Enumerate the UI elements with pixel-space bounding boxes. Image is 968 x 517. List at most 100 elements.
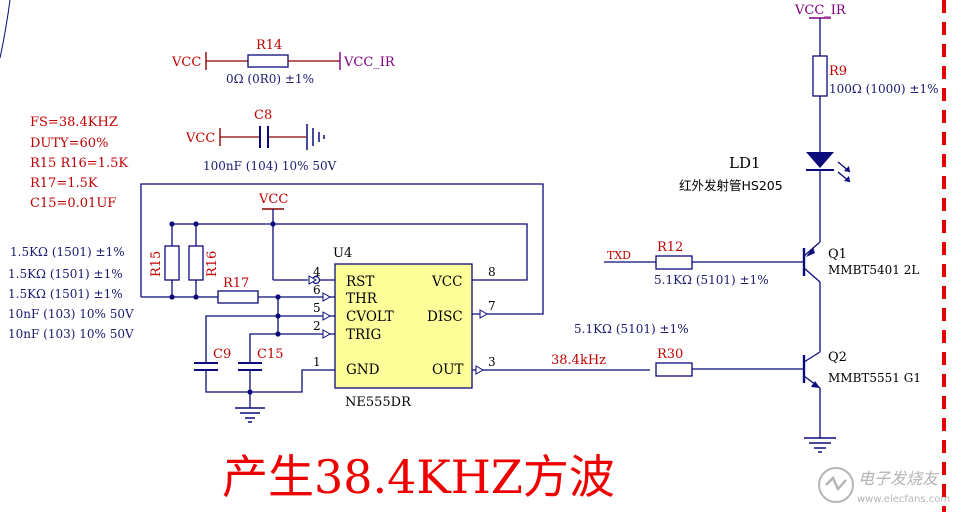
left-value-4: 10nF (103) 10% 50V: [8, 307, 134, 321]
watermark-url: www.elecfans.com: [857, 494, 950, 505]
r16-ref: R16: [205, 251, 220, 277]
pin1-name: GND: [346, 362, 380, 378]
vcc-ir-label-r14: VCC_IR: [343, 55, 396, 70]
sheet-edge-line: [0, 0, 11, 59]
q1-ref: Q1: [828, 247, 847, 262]
txd-label: TXD: [607, 249, 631, 262]
junction-dot: [275, 331, 281, 337]
pin2-number: 2: [313, 319, 321, 333]
q2-collector-leg: [803, 351, 821, 363]
banner-title: 产生38.4KHZ方波: [222, 450, 615, 504]
pin6-arrow-icon: [322, 292, 332, 302]
pin3-number: 3: [488, 355, 496, 369]
u4-ne555: U4 NE555DR 4 6 5 2 1 RST THR CVOLT TRIG …: [308, 246, 650, 410]
c8-value: 100nF (104) 10% 50V: [203, 159, 337, 173]
junction-dot: [169, 294, 175, 300]
u4-body: [334, 263, 473, 389]
r9-ref: R9: [829, 64, 847, 79]
vcc-label-555: VCC: [258, 192, 288, 207]
watermark: 电子发烧友 www.elecfans.com: [818, 467, 950, 505]
r12-group: TXD R12 5.1KΩ (5101) ±1%: [604, 240, 804, 287]
gnd-return-wire: [205, 369, 335, 393]
junction-dot: [169, 221, 175, 227]
junction-dot: [275, 313, 281, 319]
pin2-arrow-icon: [322, 329, 332, 339]
c15-top-wire: [249, 333, 278, 363]
r9-value: 100Ω (1000) ±1%: [829, 82, 938, 96]
pin4-number: 4: [313, 265, 321, 279]
r15-resistor: [164, 245, 180, 281]
q1-emitter-leg: [803, 267, 821, 283]
watermark-text: 电子发烧友: [858, 469, 940, 488]
r15-ref: R15: [149, 251, 164, 277]
pin4-arrow-icon: [308, 275, 318, 285]
ld1-ref: LD1: [729, 154, 761, 172]
pin2-name: TRIG: [346, 327, 381, 343]
u4-ref: U4: [333, 246, 352, 261]
q1-value: MMBT5401 2L: [828, 263, 919, 277]
c8-ref: C8: [254, 108, 272, 123]
r14-value: 0Ω (0R0) ±1%: [226, 72, 314, 86]
pin8-number: 8: [488, 265, 496, 279]
ir-drive-column: VCC_IR R9 100Ω (1000) ±1% LD1 红外发射管HS205…: [679, 3, 938, 453]
left-value-list: 1.5KΩ (1501) ±1% 1.5KΩ (1501) ±1% 1.5KΩ …: [8, 245, 134, 341]
left-value-5: 10nF (103) 10% 50V: [8, 327, 134, 341]
disc-loop-wire: [140, 183, 544, 315]
u4-part: NE555DR: [345, 395, 412, 410]
q2-value: MMBT5551 G1: [828, 371, 921, 385]
left-value-3: 1.5KΩ (1501) ±1%: [8, 287, 123, 301]
r12-resistor: [655, 255, 693, 270]
c15-ref: C15: [257, 347, 284, 362]
timing-network: VCC R15 R16 R17 C9 C15: [140, 183, 544, 423]
junction-dot: [193, 294, 199, 300]
note-r17: R17=1.5K: [30, 176, 98, 191]
pin7-name: DISC: [427, 309, 463, 325]
r14-ref: R14: [256, 38, 282, 53]
pin1-number: 1: [313, 355, 321, 369]
vcc-label-c8: VCC: [185, 131, 215, 146]
watermark-logo-icon: [818, 467, 854, 503]
junction-dot: [247, 389, 253, 395]
vcc-ir-label-top: VCC_IR: [794, 3, 847, 18]
r14-resistor: [247, 54, 289, 68]
output-freq-label: 38.4kHz: [551, 353, 606, 368]
ld1-arrowhead-icon: [844, 176, 850, 182]
r30-ref: R30: [657, 347, 683, 362]
r12-ref: R12: [657, 240, 683, 255]
r9-resistor: [812, 55, 828, 97]
note-fs: FS=38.4KHZ: [30, 115, 118, 130]
pin3-arrow-icon: [475, 365, 485, 375]
pin6-name: THR: [346, 291, 378, 307]
note-c15: C15=0.01UF: [30, 196, 116, 211]
q2-emitter-arrow-icon: [811, 381, 820, 388]
r14-group: VCC R14 VCC_IR 0Ω (0R0) ±1%: [171, 38, 396, 86]
c9-top-wire: [205, 315, 278, 363]
r17-ref: R17: [223, 276, 249, 291]
design-notes: FS=38.4KHZ DUTY=60% R15 R16=1.5K R17=1.5…: [30, 115, 128, 211]
vcc-rail-wire: [172, 223, 528, 281]
pin5-name: CVOLT: [346, 309, 394, 325]
q2-ref: Q2: [828, 350, 847, 365]
c9-ref: C9: [213, 347, 231, 362]
r30-group: 38.4kHz 5.1KΩ (5101) ±1% R30: [551, 322, 804, 377]
c8-group: VCC C8 100nF (104) 10% 50V: [185, 108, 337, 173]
q1-emitter-arrow-icon: [806, 247, 815, 257]
ld1-value: 红外发射管HS205: [679, 178, 783, 193]
r30-value: 5.1KΩ (5101) ±1%: [574, 322, 689, 336]
pin5-number: 5: [313, 301, 321, 315]
watermark-logo-mark-icon: [825, 475, 847, 492]
left-value-1: 1.5KΩ (1501) ±1%: [10, 245, 125, 259]
pin6-number: 6: [313, 283, 321, 297]
junction-dot: [270, 221, 276, 227]
r12-value: 5.1KΩ (5101) ±1%: [654, 273, 769, 287]
left-value-2: 1.5KΩ (1501) ±1%: [8, 267, 123, 281]
junction-dot: [275, 294, 281, 300]
ld1-led-icon: [806, 152, 834, 168]
pin3-name: OUT: [432, 362, 463, 378]
pin7-number: 7: [488, 299, 496, 313]
note-r15-r16: R15 R16=1.5K: [30, 156, 128, 171]
pin8-name: VCC: [431, 274, 462, 290]
r17-resistor: [217, 290, 259, 304]
